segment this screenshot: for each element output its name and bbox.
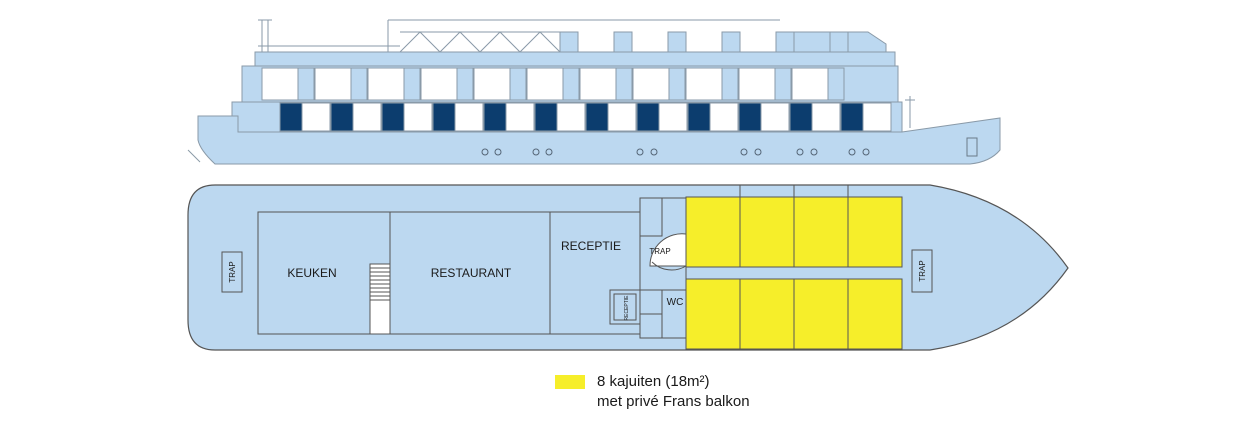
wc-label: WC [667,297,684,308]
porthole [740,148,748,156]
middle-window [261,67,299,101]
lower-window-light [352,102,382,132]
middle-window-frame [562,67,580,101]
lower-window [687,102,711,132]
receptie-label: RECEPTIE [561,239,621,253]
lower-window [636,102,660,132]
porthole [481,148,489,156]
window-row-middle [261,67,845,101]
middle-window-frame [403,67,421,101]
lower-window-light [709,102,739,132]
lower-window [330,102,354,132]
porthole [848,148,856,156]
restaurant-label: RESTAURANT [431,266,512,280]
deck-plan: TRAP TRAP KEUKEN RESTAURANT RECEPTIE [187,184,1069,351]
keuken-label: KEUKEN [287,266,336,280]
middle-window-frame [456,67,474,101]
porthole [754,148,762,156]
staircase-icon [369,263,391,335]
trap-center-label: TRAP [649,247,670,256]
lower-window-light [658,102,688,132]
trap-left-label: TRAP [228,261,237,282]
lower-window [432,102,456,132]
middle-window-frame [774,67,792,101]
upper-deck [254,51,896,67]
cabin-block [685,185,903,350]
middle-window [791,67,829,101]
porthole [650,148,658,156]
lower-window-light [505,102,535,132]
lower-window [483,102,507,132]
window-row-upper [559,31,849,53]
middle-window-frame [509,67,527,101]
lower-window-light [556,102,586,132]
lower-window-light [607,102,637,132]
top-railing [258,19,780,53]
lower-window-light [454,102,484,132]
lower-window [840,102,864,132]
lower-window-light [403,102,433,132]
upper-window [613,31,633,53]
upper-window [559,31,579,53]
middle-window [367,67,405,101]
middle-window [420,67,458,101]
middle-window [738,67,776,101]
trap-left-box [221,251,243,293]
porthole [545,148,553,156]
lower-window [585,102,609,132]
middle-window [632,67,670,101]
upper-window [667,31,687,53]
middle-window [473,67,511,101]
upper-window [775,31,795,53]
restaurant-room [389,211,551,335]
porthole [796,148,804,156]
lower-window [381,102,405,132]
middle-window-frame [668,67,686,101]
window-row-lower [279,102,892,132]
lower-window [738,102,762,132]
lower-window [534,102,558,132]
bow-door [966,137,978,157]
receptie-small-label: RECEPTIE [624,295,630,321]
porthole [862,148,870,156]
middle-window [526,67,564,101]
lower-window-light [301,102,331,132]
porthole [636,148,644,156]
receptie-small-box [613,293,637,321]
legend-cabin-count: 8 kajuiten (18m²) [597,373,710,390]
middle-window-frame [615,67,633,101]
legend: 8 kajuiten (18m²) met privé Frans balkon [555,372,750,412]
middle-window-frame [827,67,845,101]
porthole [532,148,540,156]
porthole-row [481,148,870,156]
legend-cabin-swatch [555,375,585,389]
middle-window [685,67,723,101]
porthole [494,148,502,156]
lower-window-light [760,102,790,132]
middle-window [314,67,352,101]
lower-window-light [862,102,892,132]
trap-right-box [911,249,933,293]
middle-window-frame [297,67,315,101]
ship-side-view [187,19,1001,165]
middle-window [579,67,617,101]
trap-right-label: TRAP [918,260,927,281]
middle-window-frame [350,67,368,101]
lower-window [279,102,303,132]
legend-balcony: met privé Frans balkon [597,393,750,410]
porthole [810,148,818,156]
lower-window [789,102,813,132]
lower-window-light [811,102,841,132]
upper-window [721,31,741,53]
legend-text: 8 kajuiten (18m²) met privé Frans balkon [597,372,750,412]
middle-window-frame [721,67,739,101]
hull [197,115,1001,165]
upper-window [829,31,849,53]
